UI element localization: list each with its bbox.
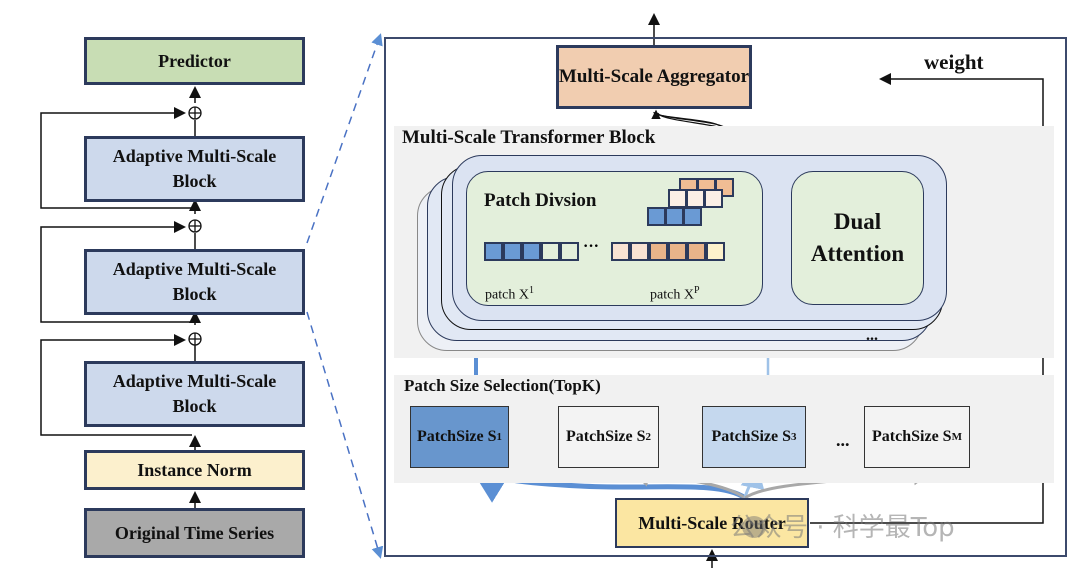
- left-stack-arrows: [40, 86, 201, 508]
- patch-first-label: patch X1: [485, 285, 534, 304]
- patchsize-label: PatchSize S: [872, 428, 952, 445]
- patchsize-label: PatchSize S: [565, 428, 646, 445]
- instance-norm-box: Instance Norm: [84, 450, 305, 490]
- instance-norm-label: Instance Norm: [137, 459, 252, 480]
- patch-cell: [630, 242, 649, 261]
- patch-cell: [686, 189, 705, 208]
- patch-cell: [611, 242, 630, 261]
- patch-division-title: Patch Divsion: [484, 190, 597, 211]
- patch-cell: [503, 242, 522, 261]
- original-time-series-box: Original Time Series: [84, 508, 305, 558]
- residual-loop-2: [40, 221, 192, 323]
- transformer-block-title: Multi-Scale Transformer Block: [402, 127, 656, 148]
- patch-cell: [649, 242, 668, 261]
- aggregator-label: Multi-Scale Aggregator: [558, 66, 750, 87]
- block-label: Adaptive Multi-Scale: [112, 146, 277, 166]
- patchsize-label: PatchSize S: [416, 428, 497, 445]
- patch-label-sup: P: [693, 285, 700, 296]
- residual-loop-3: [40, 334, 192, 436]
- patch-cell: [706, 242, 725, 261]
- patch-label-sup: 1: [528, 285, 534, 296]
- weight-label: weight: [924, 50, 984, 74]
- patch-cell: [541, 242, 560, 261]
- multiscale-aggregator-box: [556, 45, 752, 109]
- zoom-connectors: [306, 33, 384, 559]
- patch-ellipsis: ···: [583, 238, 600, 255]
- patch-cell: [665, 207, 684, 226]
- patch-cell: [683, 207, 702, 226]
- residual-loop-1: [40, 107, 192, 209]
- patchsize-label: PatchSize S: [711, 428, 792, 445]
- block-label: Adaptive Multi-Scale: [112, 259, 277, 279]
- patch-cell: [522, 242, 541, 261]
- patch-label-text: patch X: [485, 287, 529, 303]
- patch-cell: [704, 189, 723, 208]
- block-label: Adaptive Multi-Scale: [112, 371, 277, 391]
- block-label: Block: [172, 171, 217, 191]
- patch-cell: [484, 242, 503, 261]
- patch-cell: [687, 242, 706, 261]
- patchsize-ellipsis: ...: [836, 430, 850, 450]
- router-label: Multi-Scale Router: [638, 512, 786, 533]
- patchsize-sub: 3: [791, 431, 797, 443]
- watermark-text: 公众号 · 科学最Top: [730, 513, 955, 543]
- wechat-icon: [742, 516, 766, 538]
- dual-attention-label: Attention: [810, 241, 905, 266]
- patchsize-sub: 2: [645, 431, 652, 443]
- patch-label-text: patch X: [650, 287, 694, 303]
- patch-size-selection-title: Patch Size Selection(TopK): [404, 376, 601, 395]
- patchsize-sub: M: [951, 431, 962, 443]
- multiscale-router-box: Multi-Scale Router: [615, 498, 809, 548]
- block-label: Block: [172, 284, 217, 304]
- predictor-box: Predictor: [84, 37, 305, 85]
- dual-attention-label: Dual: [833, 209, 882, 234]
- patchsize-sub: 1: [496, 431, 503, 443]
- predictor-label: Predictor: [158, 50, 231, 71]
- patch-cell: [560, 242, 579, 261]
- patch-cell: [647, 207, 666, 226]
- patch-last-label: patch XP: [650, 285, 700, 304]
- layer-ellipsis: ...: [866, 327, 878, 344]
- patch-cell: [668, 242, 687, 261]
- block-label: Block: [172, 396, 217, 416]
- original-time-series-label: Original Time Series: [114, 522, 275, 543]
- block-detail-frame: [384, 37, 1067, 557]
- patch-cell: [668, 189, 687, 208]
- residual-adders: [188, 106, 202, 346]
